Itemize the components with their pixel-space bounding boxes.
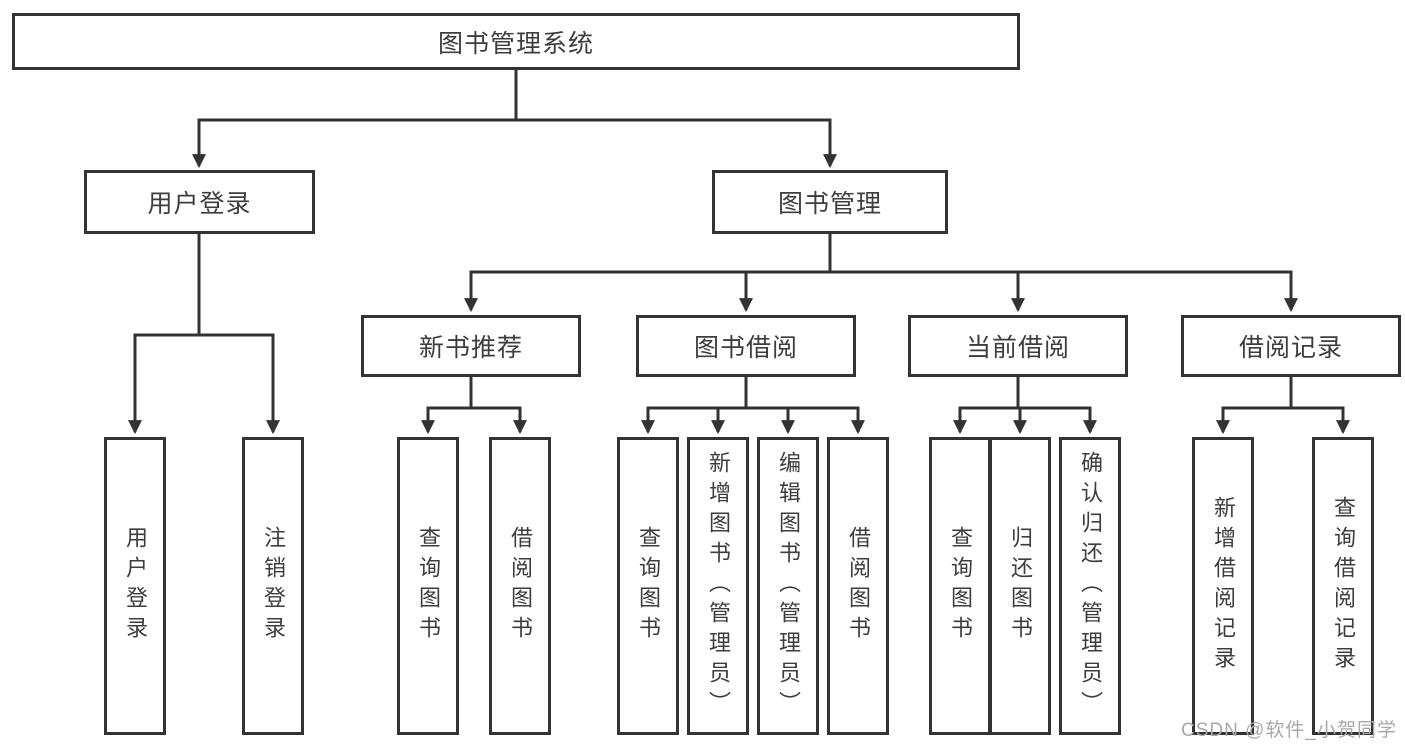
node-label: 归还图书	[1008, 526, 1033, 646]
leaf-borrow-books-recommend: 借阅图书	[489, 437, 551, 735]
csdn-watermark: CSDN @软件_小贺同学	[1181, 720, 1397, 741]
node-label: 用户登录	[147, 190, 252, 218]
node-label: 编辑图书（管理员）	[776, 451, 801, 721]
node-user-login: 用户登录	[84, 170, 315, 234]
leaf-add-books-admin: 新增图书（管理员）	[687, 437, 749, 735]
leaf-return-books: 归还图书	[989, 437, 1051, 735]
leaf-logout: 注销登录	[242, 437, 304, 735]
node-label: 确认归还（管理员）	[1078, 451, 1103, 721]
node-library-management-system: 图书管理系统	[12, 13, 1020, 70]
node-label: 借阅记录	[1238, 334, 1343, 362]
node-label: 图书管理	[777, 190, 882, 218]
node-label: 新书推荐	[418, 334, 523, 362]
node-label: 借阅图书	[846, 526, 871, 646]
leaf-query-books-borrow: 查询图书	[617, 437, 679, 735]
node-label: 用户登录	[123, 526, 148, 646]
leaf-query-books-current: 查询图书	[929, 437, 991, 735]
node-label: 新增借阅记录	[1211, 496, 1236, 676]
node-book-borrow: 图书借阅	[636, 315, 856, 377]
node-label: 查询借阅记录	[1331, 496, 1356, 676]
node-label: 图书管理系统	[437, 29, 594, 58]
node-new-book-recommend: 新书推荐	[361, 315, 581, 377]
leaf-query-borrow-record: 查询借阅记录	[1312, 437, 1374, 735]
node-label: 注销登录	[261, 526, 286, 646]
leaf-edit-books-admin: 编辑图书（管理员）	[757, 437, 819, 735]
node-label: 当前借阅	[965, 334, 1070, 362]
node-label: 新增图书（管理员）	[706, 451, 731, 721]
node-label: 查询图书	[636, 526, 661, 646]
node-label: 查询图书	[948, 526, 973, 646]
node-label: 图书借阅	[693, 334, 798, 362]
node-label: 查询图书	[416, 526, 441, 646]
leaf-user-login: 用户登录	[104, 437, 166, 735]
leaf-borrow-books: 借阅图书	[827, 437, 889, 735]
node-borrow-records: 借阅记录	[1181, 315, 1401, 377]
leaf-add-borrow-record: 新增借阅记录	[1192, 437, 1254, 735]
leaf-query-books-recommend: 查询图书	[397, 437, 459, 735]
leaf-confirm-return-admin: 确认归还（管理员）	[1059, 437, 1121, 735]
node-label: 借阅图书	[508, 526, 533, 646]
node-current-borrow: 当前借阅	[908, 315, 1128, 377]
node-book-management: 图书管理	[712, 170, 948, 234]
